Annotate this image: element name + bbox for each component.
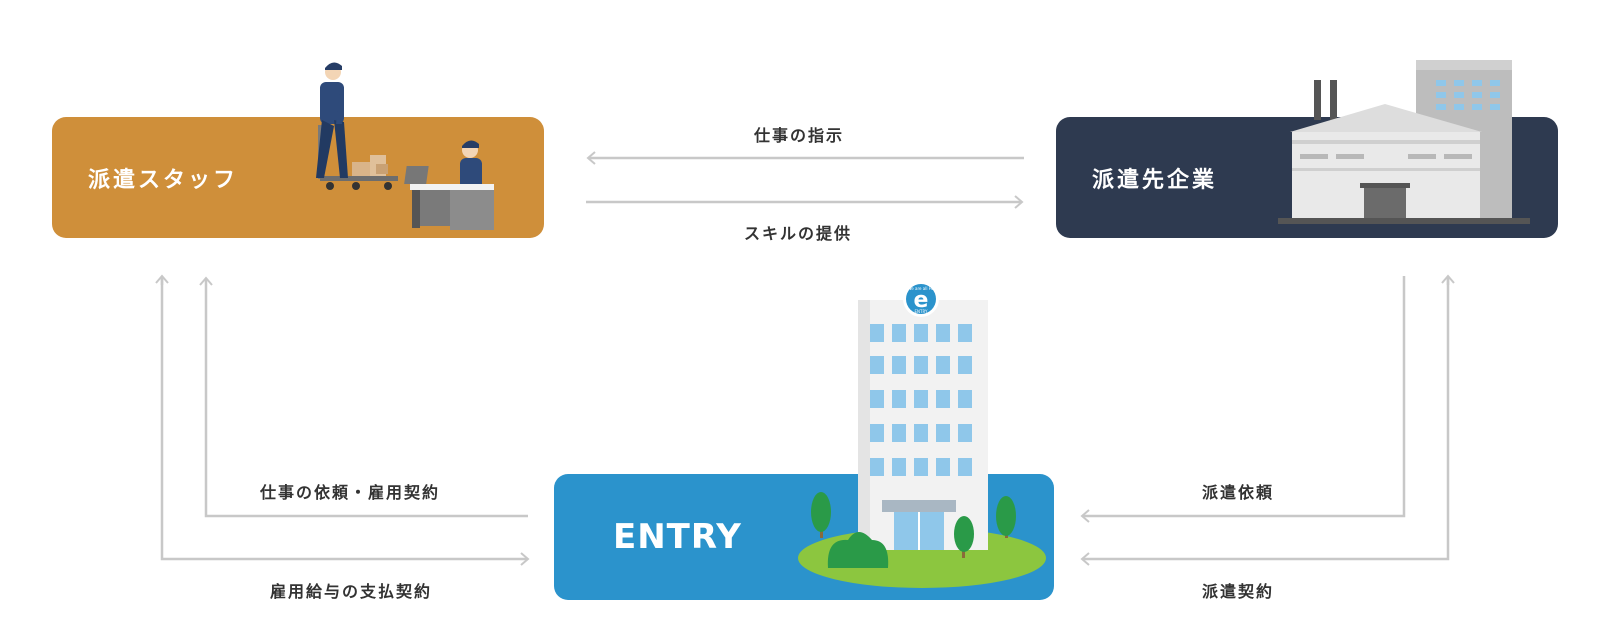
flow-label-skill-provision: スキルの提供 [744, 224, 853, 243]
building-windows [870, 324, 972, 476]
entry-logo-text: ENTRY [613, 517, 742, 557]
client-company-label: 派遣先企業 [1092, 168, 1218, 193]
flow-label-job-request-employment: 仕事の依頼・雇用契約 [260, 483, 441, 502]
arrow-salary-payment [160, 278, 530, 566]
arrow-job-request [199, 276, 528, 518]
flow-label-dispatch-request: 派遣依頼 [1202, 483, 1275, 502]
factory-illustration [1278, 60, 1530, 224]
flow-label-dispatch-contract: 派遣契約 [1202, 582, 1275, 601]
worker-cart-illustration [316, 62, 398, 190]
staff-label: 派遣スタッフ [88, 168, 239, 193]
arrow-dispatch-request [1080, 276, 1406, 523]
logo-badge-bottom-text: ENTRY [915, 309, 928, 314]
logo-badge-top-text: We are all Hi! [908, 286, 935, 291]
arrow-dispatch-contract [1080, 278, 1450, 566]
desk-worker-illustration [404, 140, 494, 230]
entry-building-illustration: e We are all Hi! ENTRY [798, 281, 1046, 588]
flow-label-job-instruction: 仕事の指示 [754, 126, 845, 145]
flow-label-salary-payment: 雇用給与の支払契約 [270, 582, 433, 601]
logo-badge-e-icon: e [914, 288, 929, 313]
